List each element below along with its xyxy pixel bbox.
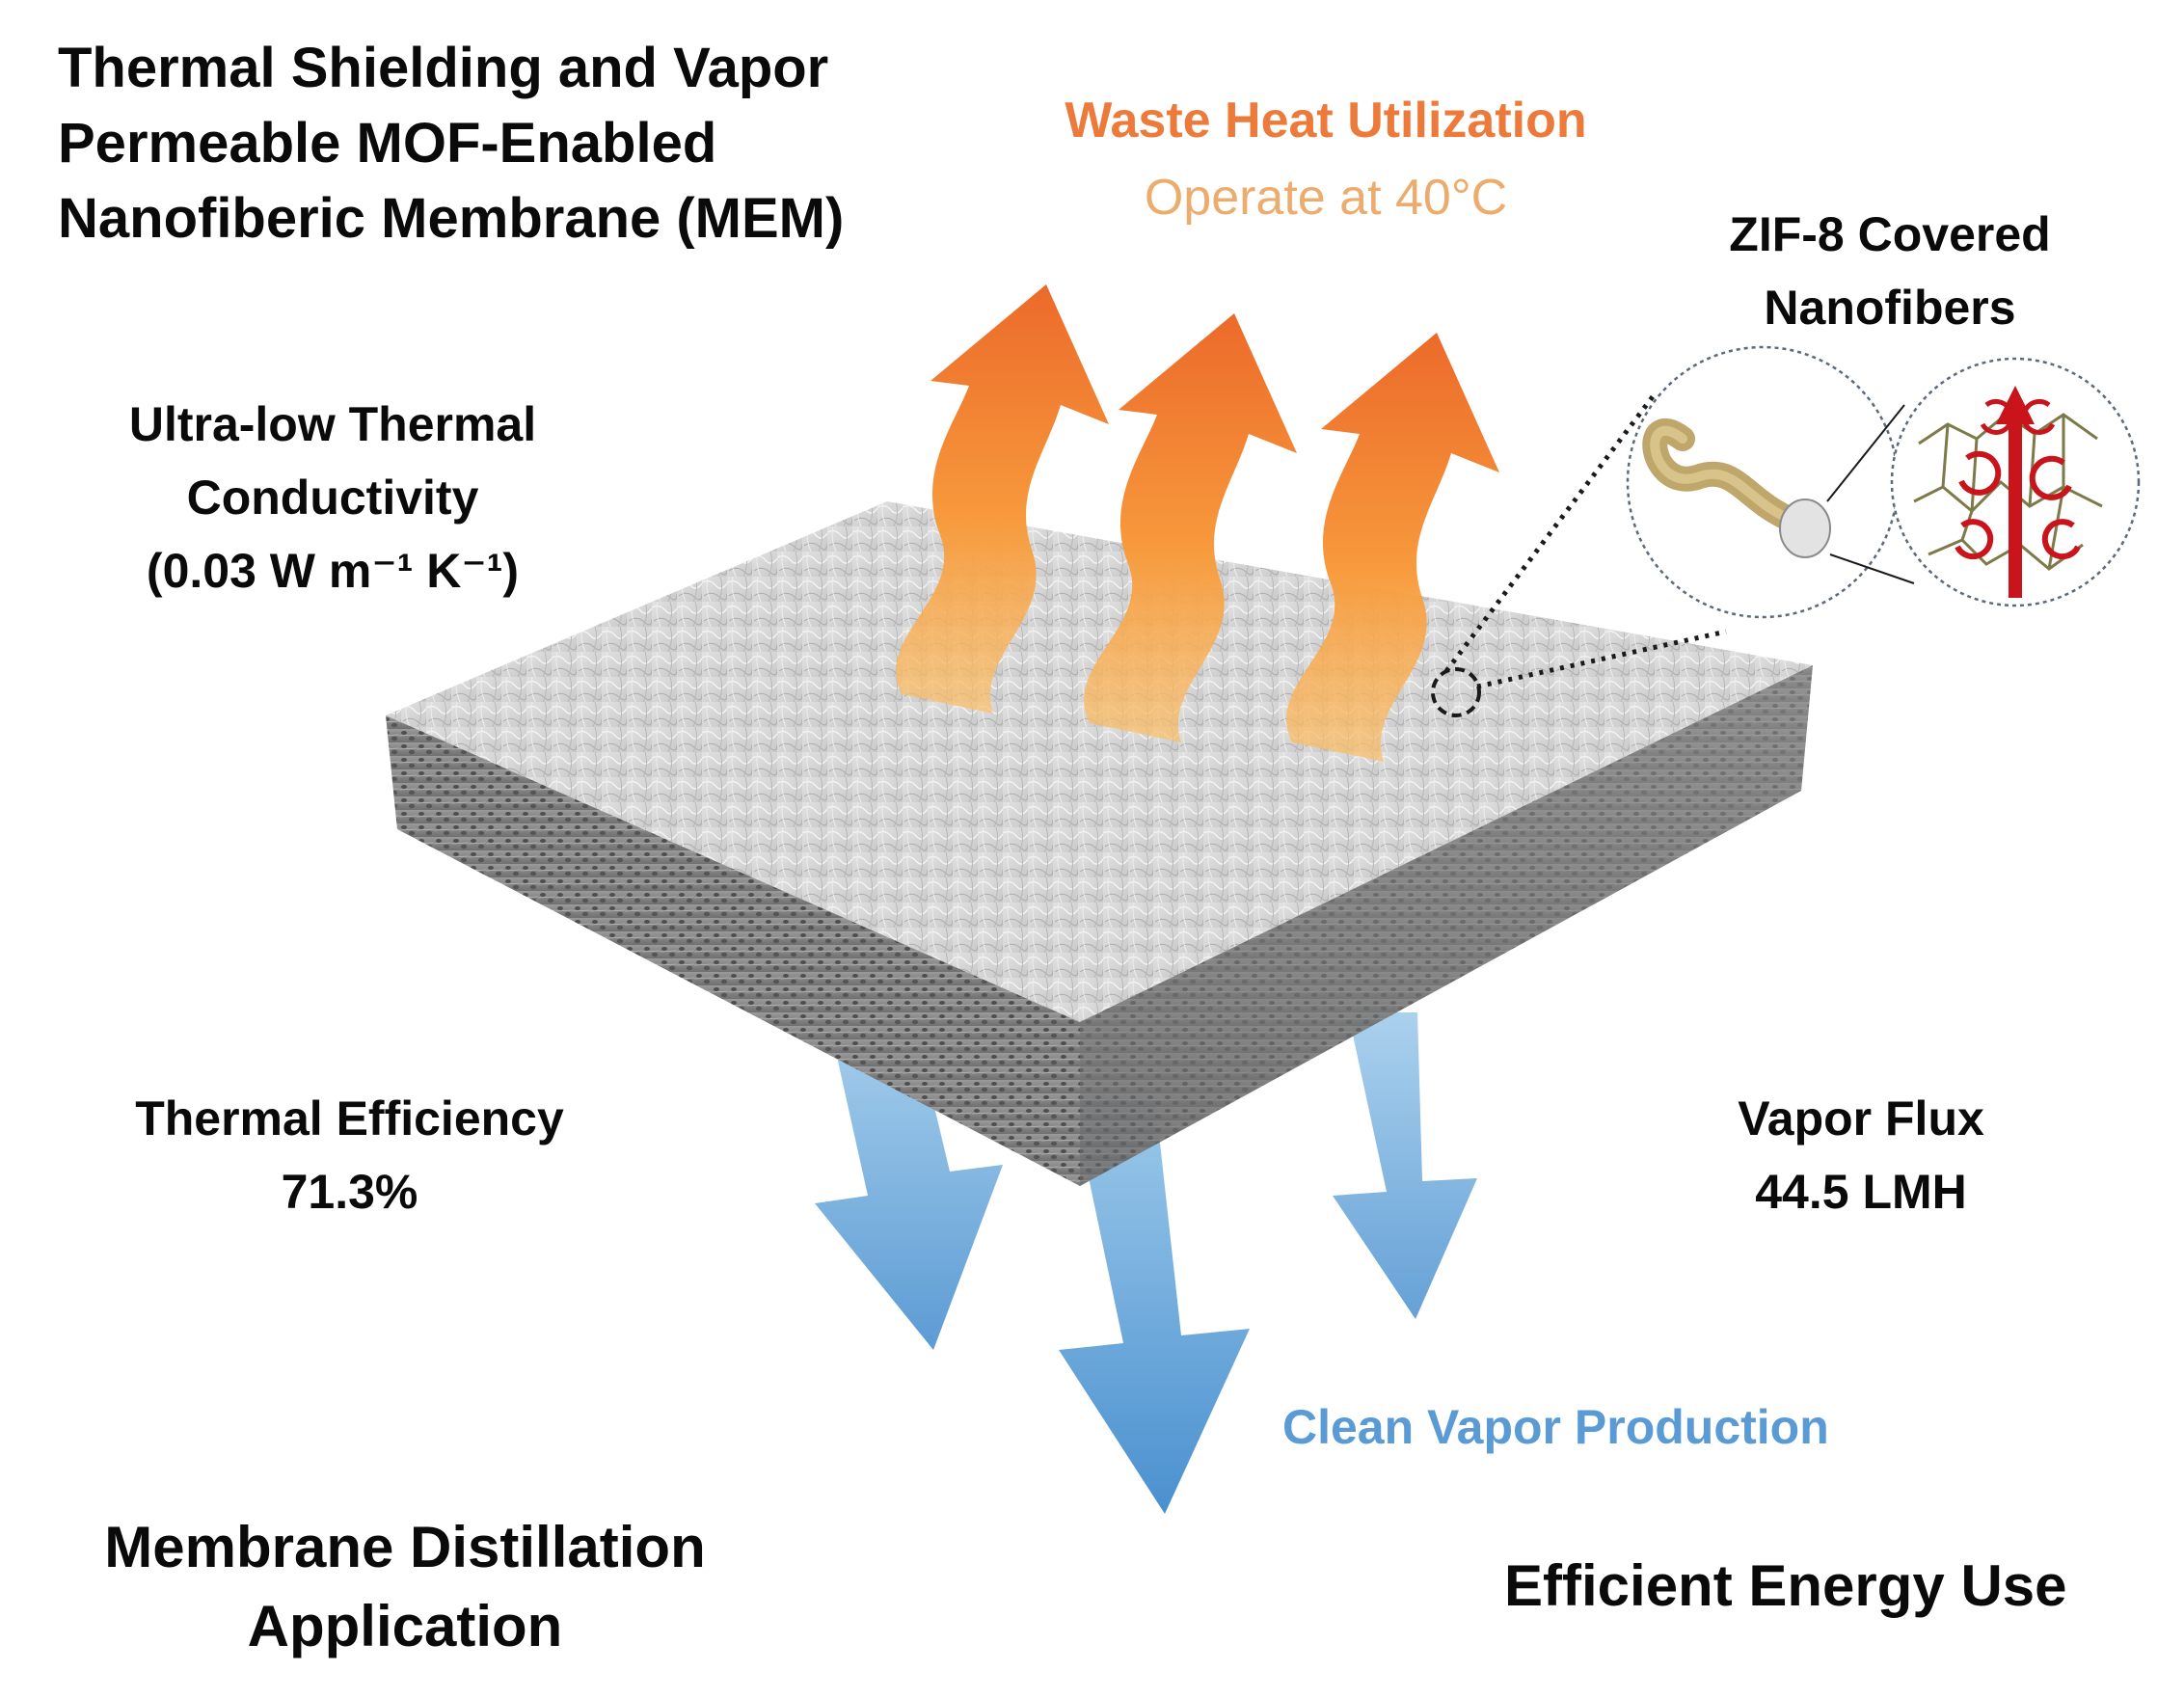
zif8-nanofibers-label: ZIF-8 Covered Nanofibers [1639, 198, 2141, 344]
heat-arrows [896, 284, 1499, 762]
thermal-conductivity-label: Ultra-low Thermal Conductivity (0.03 W m… [58, 388, 607, 607]
title-line-1: Thermal Shielding and Vapor [58, 37, 829, 99]
waste-heat-label: Waste Heat Utilization [1065, 93, 1587, 148]
efficiency-value: 71.3% [281, 1165, 418, 1219]
application-line-2: Application [247, 1594, 563, 1658]
vapor-flux-label: Vapor Flux 44.5 LMH [1639, 1082, 2083, 1228]
heat-arrow-1 [896, 284, 1109, 714]
conductivity-line-2: Conductivity [186, 471, 479, 525]
thermal-efficiency-label: Thermal Efficiency 71.3% [82, 1082, 617, 1228]
zoom-callout [1431, 345, 2141, 717]
membrane-slab [386, 501, 1813, 1186]
operating-temperature-label: Operate at 40°C [1144, 170, 1508, 226]
conductivity-line-1: Ultra-low Thermal [128, 397, 537, 451]
efficiency-line-1: Thermal Efficiency [135, 1092, 564, 1145]
vapor-arrow-center [1059, 1099, 1250, 1514]
application-label: Membrane Distillation Application [58, 1508, 752, 1666]
vapor-arrow-left [815, 1022, 1003, 1350]
membrane-top-surface [386, 501, 1813, 1022]
application-line-1: Membrane Distillation [104, 1515, 706, 1579]
heat-arrow-2 [1084, 313, 1297, 742]
zoom-spot [1431, 667, 1481, 717]
clean-vapor-label: Clean Vapor Production [1282, 1400, 1829, 1454]
figure-title: Thermal Shielding and Vapor Permeable MO… [58, 31, 844, 256]
zif8-line-1: ZIF-8 Covered [1729, 207, 2051, 261]
membrane-front-side [386, 715, 1080, 1186]
vapor-arrows [815, 1012, 1477, 1514]
flux-line-1: Vapor Flux [1738, 1092, 1984, 1145]
zif8-line-2: Nanofibers [1764, 281, 2016, 335]
flux-value: 44.5 LMH [1755, 1165, 1967, 1219]
vapor-arrow-right [1333, 1012, 1477, 1319]
title-line-3: Nanofiberic Membrane (MEM) [58, 187, 845, 250]
heat-arrow-3 [1286, 333, 1499, 762]
title-line-2: Permeable MOF-Enabled [58, 112, 717, 175]
vapor-flow-icon [1955, 386, 2081, 598]
conductivity-value: (0.03 W m⁻¹ K⁻¹) [146, 544, 520, 598]
energy-use-label: Efficient Energy Use [1504, 1553, 2067, 1618]
